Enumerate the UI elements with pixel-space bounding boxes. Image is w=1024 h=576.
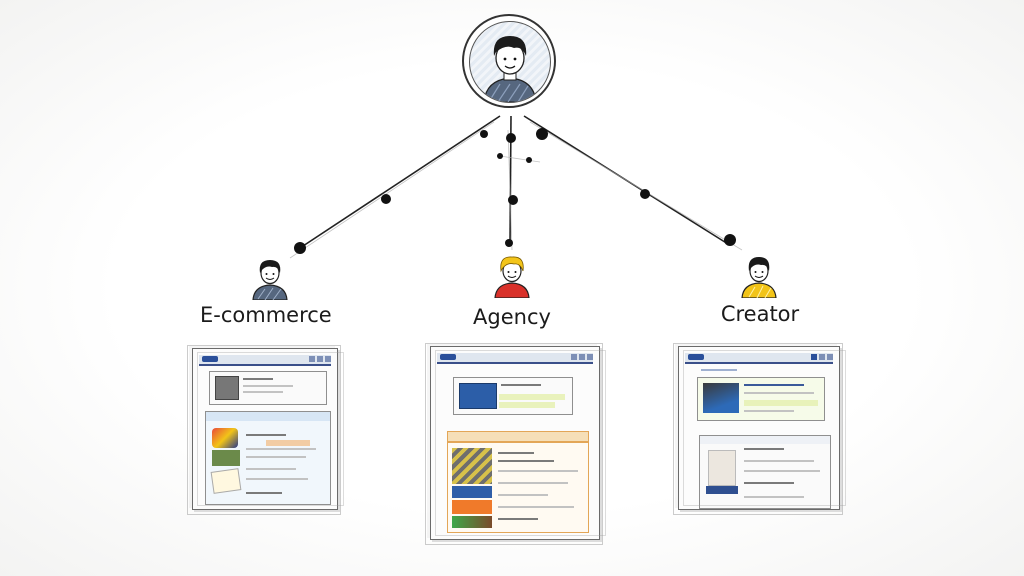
- node-dot: [536, 128, 548, 140]
- figure-illustration: [708, 450, 736, 486]
- featured-image: [459, 383, 497, 409]
- banner-image: [452, 486, 492, 498]
- project-image: [452, 448, 492, 484]
- green-block: [452, 516, 492, 528]
- root-user-avatar: [462, 14, 556, 108]
- browser-toolbar: [199, 355, 331, 366]
- orange-block: [452, 500, 492, 514]
- node-dot: [640, 189, 650, 199]
- node-dot: [497, 153, 503, 159]
- featured-card: [453, 377, 573, 415]
- creator-profile-panel: [699, 435, 831, 509]
- badge-image: [706, 486, 738, 494]
- node-dot: [294, 242, 306, 254]
- node-dot: [526, 157, 532, 163]
- user-avatar-icon: [469, 21, 551, 103]
- agency-page-panel: [447, 431, 589, 533]
- announcement-card: [697, 377, 825, 421]
- product-card: [209, 371, 327, 405]
- promo-image: [212, 428, 238, 448]
- node-dot: [506, 133, 516, 143]
- browser-toolbar: [437, 353, 593, 364]
- browser-toolbar: [685, 353, 833, 364]
- persona-label-ecommerce: E-commerce: [200, 303, 332, 327]
- creator-website-mockup: [673, 343, 846, 515]
- ecommerce-website-mockup: [187, 345, 344, 515]
- persona-label-agency: Agency: [473, 305, 551, 329]
- user-icon: [494, 256, 530, 299]
- user-icon: [741, 257, 777, 299]
- node-dot: [508, 195, 518, 205]
- landscape-image: [212, 450, 240, 466]
- product-image: [215, 376, 239, 400]
- agency-website-mockup: [425, 343, 606, 545]
- creator-photo: [703, 383, 739, 413]
- node-dot: [724, 234, 736, 246]
- ecommerce-persona: [250, 256, 290, 301]
- note-image: [210, 468, 242, 494]
- agency-persona: [492, 252, 532, 299]
- node-dot: [505, 239, 513, 247]
- persona-label-creator: Creator: [720, 302, 800, 326]
- store-page-panel: [205, 411, 331, 505]
- creator-persona: [739, 252, 779, 299]
- node-dot: [381, 194, 391, 204]
- node-dot: [480, 130, 488, 138]
- user-icon: [252, 260, 288, 301]
